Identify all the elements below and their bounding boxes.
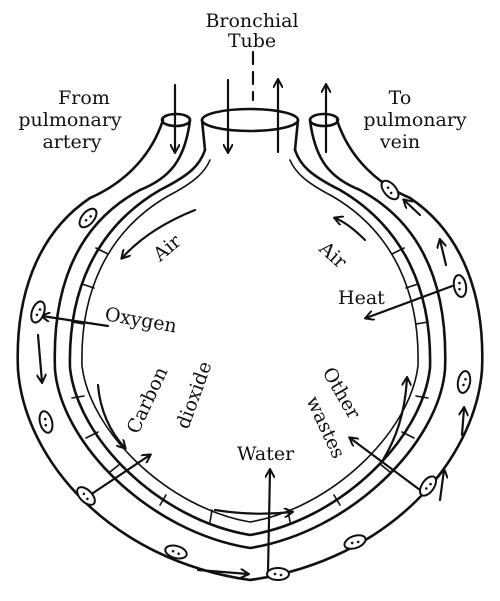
exchange-arrows bbox=[42, 283, 457, 574]
dioxide-label: dioxide bbox=[172, 359, 217, 432]
heat-label: Heat bbox=[338, 287, 385, 309]
blood-cell bbox=[38, 410, 54, 434]
alveolar-wall-ticks bbox=[71, 247, 429, 523]
blood-cell bbox=[419, 475, 437, 497]
blood-cell bbox=[266, 567, 290, 581]
alveolar-lining bbox=[68, 148, 432, 537]
water-label: Water bbox=[237, 443, 295, 465]
to-label-line1: To bbox=[389, 87, 412, 109]
to-label-line3: vein bbox=[379, 131, 420, 153]
capillary-inner-wall bbox=[53, 118, 447, 550]
from-label-line3: artery bbox=[42, 131, 101, 153]
capillary-outer-wall bbox=[16, 118, 484, 582]
oxygen-label: Oxygen bbox=[103, 303, 178, 337]
blood-cell bbox=[343, 534, 367, 550]
bronchial-flow-arrows bbox=[175, 50, 326, 152]
pulmonary-vein-vessel bbox=[308, 112, 340, 128]
blood-cells bbox=[30, 179, 472, 581]
air-flow-arrows bbox=[96, 208, 407, 514]
blood-cell bbox=[78, 207, 98, 229]
blood-cell bbox=[380, 179, 400, 201]
air-right-label: Air bbox=[314, 237, 352, 274]
from-label-line1: From bbox=[58, 87, 110, 109]
bronchial-tube bbox=[200, 107, 300, 152]
blood-cell bbox=[452, 274, 468, 298]
bronchial-label-line2: Tube bbox=[228, 30, 276, 52]
blood-cell bbox=[76, 486, 96, 506]
bronchial-label-line1: Bronchial bbox=[205, 10, 298, 32]
to-label-line2: pulmonary bbox=[363, 109, 467, 131]
blood-cell bbox=[456, 370, 472, 394]
blood-cell bbox=[30, 300, 46, 324]
blood-flow-arrows bbox=[38, 200, 464, 574]
air-left-label: Air bbox=[148, 230, 186, 267]
from-label-line2: pulmonary bbox=[18, 109, 122, 131]
blood-cell bbox=[164, 544, 188, 560]
carbon-label: Carbon bbox=[123, 364, 173, 437]
